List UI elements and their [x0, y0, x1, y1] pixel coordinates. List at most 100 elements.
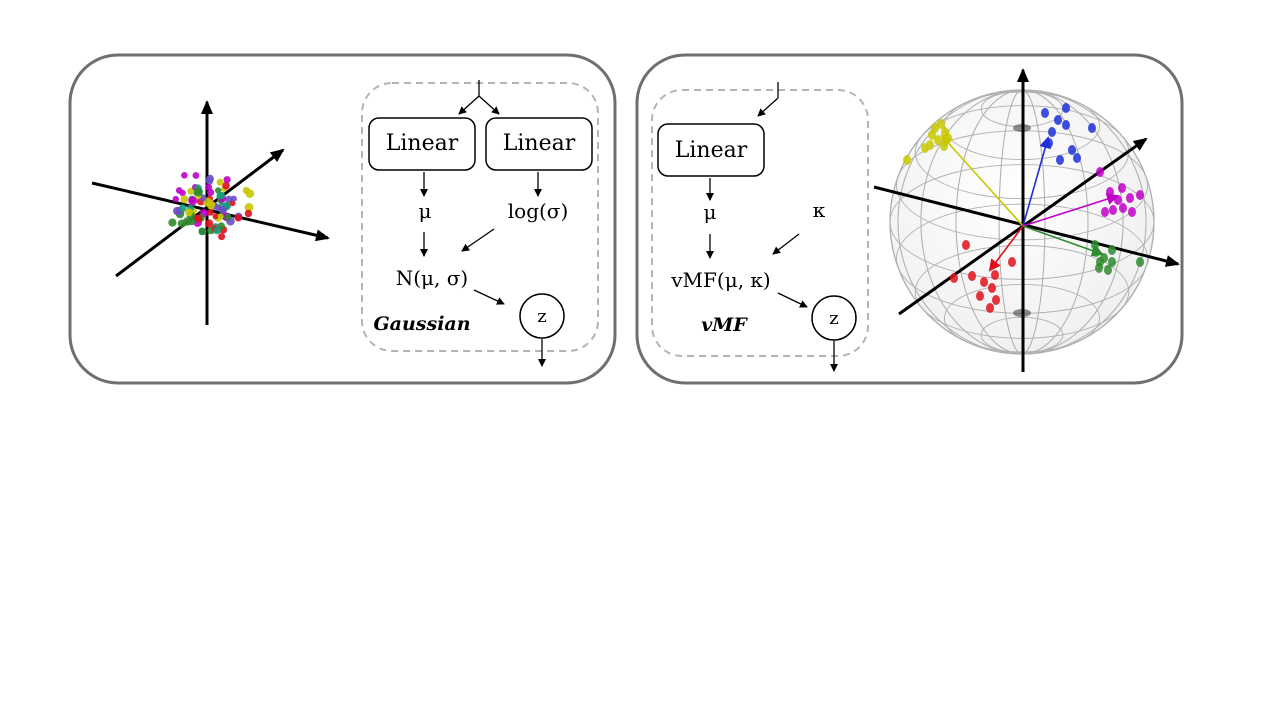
latent-point — [177, 219, 186, 228]
axis-depth — [115, 148, 285, 278]
linear-mu-box — [368, 117, 476, 171]
latent-point — [188, 196, 198, 206]
vmf-z-node — [811, 295, 857, 341]
vmf-linear-label: Linear — [675, 138, 748, 163]
mean-direction-arrow — [940, 134, 1024, 227]
latent-point — [229, 200, 236, 207]
sphere-point — [1108, 245, 1116, 255]
sphere-point — [1136, 257, 1144, 267]
vmf-z-label: z — [829, 308, 838, 329]
vmf-encoder-box — [651, 89, 869, 357]
latent-point — [198, 227, 207, 236]
input-arrow-right — [478, 95, 500, 115]
latent-point — [222, 181, 230, 190]
z-node — [519, 293, 565, 339]
latent-point — [172, 195, 179, 203]
latent-point — [244, 203, 254, 212]
vmf-title: vMF — [701, 314, 748, 336]
sphere-cluster — [950, 225, 1024, 313]
latent-point — [185, 208, 193, 217]
sphere-point — [986, 303, 994, 313]
sphere-point — [1126, 193, 1134, 203]
sphere-point — [962, 240, 970, 250]
sphere-point — [1091, 240, 1099, 250]
latent-point — [220, 207, 227, 214]
latent-point — [179, 189, 186, 197]
z-label: z — [537, 306, 546, 327]
gaussian-point-cloud — [168, 172, 255, 241]
vmf-dist-label: vMF(μ, κ) — [670, 268, 770, 292]
sphere-point — [1108, 257, 1116, 267]
gaussian-latent-plot — [91, 100, 330, 325]
latent-point — [207, 188, 215, 196]
latent-point — [206, 200, 216, 210]
sphere-point — [1062, 120, 1070, 130]
sphere-point — [1096, 257, 1104, 267]
gaussian-title: Gaussian — [373, 313, 470, 335]
sphere-point — [937, 119, 945, 129]
sphere-point — [1041, 108, 1049, 118]
gaussian-dist-label: N(μ, σ) — [396, 266, 468, 290]
latent-point — [192, 172, 200, 179]
latent-point — [206, 174, 214, 183]
sphere-point — [1118, 183, 1126, 193]
latent-point — [213, 226, 222, 235]
sphere-cluster — [1022, 225, 1144, 275]
gaussian-encoder-box — [361, 82, 599, 352]
sphere-point — [934, 135, 942, 145]
mean-direction-arrow — [1022, 136, 1052, 227]
latent-point — [205, 219, 214, 228]
sphere-point — [1056, 155, 1064, 165]
sphere-point — [1008, 257, 1016, 267]
latent-point — [207, 209, 214, 216]
sphere-point — [921, 143, 929, 153]
sphere-point — [968, 271, 976, 281]
sphere-point — [991, 270, 999, 280]
mean-direction-arrow — [1022, 225, 1104, 257]
latent-point — [215, 187, 222, 194]
sphere-point — [1104, 265, 1112, 275]
sphere-cluster — [1022, 167, 1144, 227]
latent-point — [180, 195, 189, 204]
latent-point — [217, 191, 226, 199]
mu-label: μ — [419, 199, 432, 223]
sphere-point — [903, 155, 911, 165]
vmf-panel: Linear μ κ vMF(μ, κ) z vMF — [635, 53, 1184, 385]
latent-point — [234, 214, 242, 222]
linear-sigma-box — [485, 117, 593, 171]
sphere-point — [950, 273, 958, 283]
latent-point — [218, 233, 226, 241]
sphere-point — [992, 295, 1000, 305]
sphere-point — [1119, 203, 1127, 213]
mean-direction-arrow — [1022, 193, 1119, 227]
latent-point — [194, 214, 203, 223]
vmf-mu-label: μ — [704, 200, 717, 224]
vmf-linear-box — [657, 123, 765, 177]
sphere-point — [1096, 167, 1104, 177]
sphere-point — [1136, 190, 1144, 200]
latent-point — [224, 202, 231, 210]
latent-point — [242, 186, 250, 195]
latent-point — [194, 187, 203, 197]
sphere-point — [1109, 205, 1117, 215]
sphere-point — [976, 291, 984, 301]
vmf-sphere-plot — [873, 68, 1180, 372]
sphere-point — [928, 130, 936, 140]
sphere-point — [1088, 123, 1096, 133]
latent-point — [230, 195, 237, 202]
vmf-input-arrow — [757, 97, 779, 117]
latent-point — [178, 204, 187, 213]
vmf-arrow-dist-to-z — [777, 292, 808, 308]
sphere-point — [1062, 103, 1070, 113]
sphere-point — [988, 283, 996, 293]
sphere-point — [1106, 187, 1114, 197]
latent-point — [168, 218, 177, 227]
sphere-point — [1101, 207, 1109, 217]
latent-point — [217, 213, 224, 220]
sphere-cluster — [903, 119, 1024, 227]
latent-point — [216, 178, 224, 186]
input-arrow-left — [458, 95, 480, 115]
arrow-logsigma-to-dist — [461, 228, 495, 252]
sphere-point — [1054, 115, 1062, 125]
